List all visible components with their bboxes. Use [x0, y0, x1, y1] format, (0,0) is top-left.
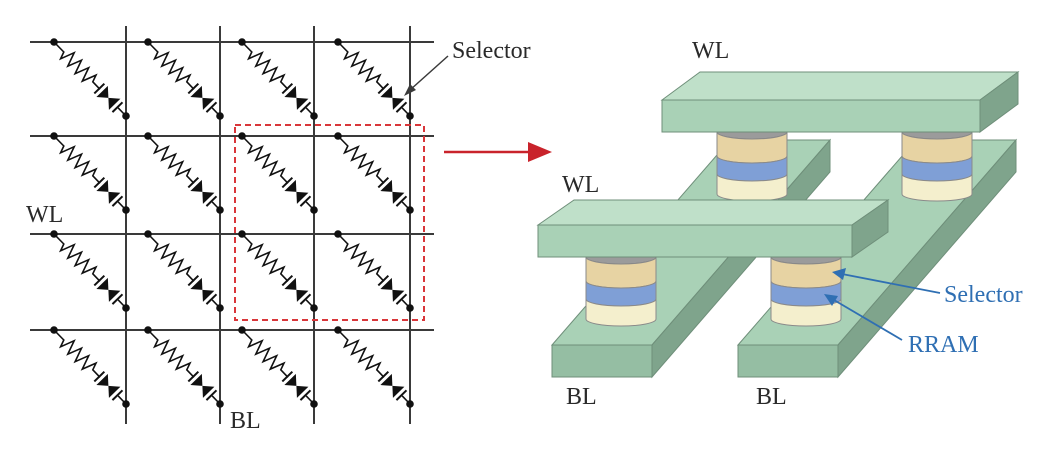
selector-callout-arrow — [832, 268, 941, 294]
selector-diode-icon — [377, 176, 408, 207]
wl-front-label: WL — [562, 172, 599, 198]
rram-resistor — [241, 329, 289, 378]
cell-pillar-front-right — [770, 249, 842, 327]
memory-cell — [144, 326, 224, 408]
memory-cell — [334, 38, 414, 120]
cell-lead — [401, 395, 411, 405]
cell-lead — [211, 395, 221, 405]
crossbar-3d-structure: WL WL BL BL Selector RRAM — [536, 38, 1023, 410]
selector-diode-icon — [93, 274, 124, 305]
memory-cell — [50, 230, 130, 312]
selector-diode-icon — [187, 370, 218, 401]
selector-diode-icon — [187, 176, 218, 207]
bl-right-label: BL — [756, 384, 787, 410]
cell-lead — [305, 299, 315, 309]
selector-diode-icon — [377, 82, 408, 113]
bottom-electrode-layer — [585, 298, 657, 327]
cell-pillar-back-left — [716, 124, 788, 202]
rram-resistor — [337, 135, 385, 184]
highlight-box — [234, 124, 425, 321]
grid-lines — [30, 26, 434, 424]
cell-lead — [401, 107, 411, 117]
memory-cell — [144, 38, 224, 120]
rram-resistor — [53, 135, 101, 184]
selector-diode-icon — [377, 274, 408, 305]
selector-diode-icon — [187, 82, 218, 113]
schematic-wl-label: WL — [26, 202, 63, 228]
memory-cell — [238, 132, 318, 214]
wl-rail-back — [660, 71, 1020, 133]
transition-arrow — [444, 142, 552, 162]
selector-diode-icon — [93, 82, 124, 113]
memory-cell — [50, 132, 130, 214]
bl-left-label: BL — [566, 384, 597, 410]
crossbar-schematic: Selector WL BL — [26, 26, 531, 434]
cell-lead — [117, 395, 127, 405]
rram-resistor — [337, 41, 385, 90]
cell-lead — [401, 201, 411, 211]
selector-diode-icon — [281, 176, 312, 207]
wl-rail-front — [536, 199, 890, 258]
rram-resistor — [53, 41, 101, 90]
cell-lead — [305, 107, 315, 117]
cell-pillar-front-left — [585, 249, 657, 327]
rram-resistor — [147, 329, 195, 378]
selector-diode-icon — [93, 370, 124, 401]
memory-cell — [238, 326, 318, 408]
selector-diode-icon — [281, 370, 312, 401]
rram-resistor — [241, 41, 289, 90]
selector-pointer-arrow — [404, 55, 449, 96]
wl-back-label: WL — [692, 38, 729, 64]
schematic-bl-label: BL — [230, 408, 261, 434]
rram-resistor — [147, 135, 195, 184]
memory-cell — [144, 132, 224, 214]
cell-array — [50, 38, 414, 408]
cell-lead — [401, 299, 411, 309]
rram-resistor — [241, 233, 289, 282]
memory-cell — [238, 38, 318, 120]
selector-label: Selector — [944, 282, 1023, 308]
cell-lead — [117, 201, 127, 211]
memory-cell — [238, 230, 318, 312]
rram-resistor — [337, 233, 385, 282]
selector-diode-icon — [93, 176, 124, 207]
cell-lead — [117, 299, 127, 309]
cell-lead — [211, 201, 221, 211]
cell-lead — [117, 107, 127, 117]
cell-lead — [211, 299, 221, 309]
selector-diode-icon — [377, 370, 408, 401]
memory-cell — [144, 230, 224, 312]
selector-diode-icon — [187, 274, 218, 305]
rram-resistor — [147, 233, 195, 282]
bottom-electrode-layer — [901, 173, 973, 202]
cell-lead — [305, 201, 315, 211]
rram-resistor — [147, 41, 195, 90]
cell-lead — [211, 107, 221, 117]
cell-pillar-back-right — [901, 124, 973, 202]
memory-cell — [50, 38, 130, 120]
memory-cell — [334, 326, 414, 408]
memory-cell — [334, 132, 414, 214]
selector-diode-icon — [281, 82, 312, 113]
rram-callout-arrow — [824, 294, 903, 341]
rram-resistor — [337, 329, 385, 378]
selector-diode-icon — [281, 274, 312, 305]
rram-label: RRAM — [908, 332, 979, 358]
rram-resistor — [241, 135, 289, 184]
bottom-electrode-layer — [770, 298, 842, 327]
schematic-selector-label: Selector — [452, 38, 531, 64]
memory-cell — [50, 326, 130, 408]
rram-resistor — [53, 233, 101, 282]
cell-lead — [305, 395, 315, 405]
rram-resistor — [53, 329, 101, 378]
memory-cell — [334, 230, 414, 312]
